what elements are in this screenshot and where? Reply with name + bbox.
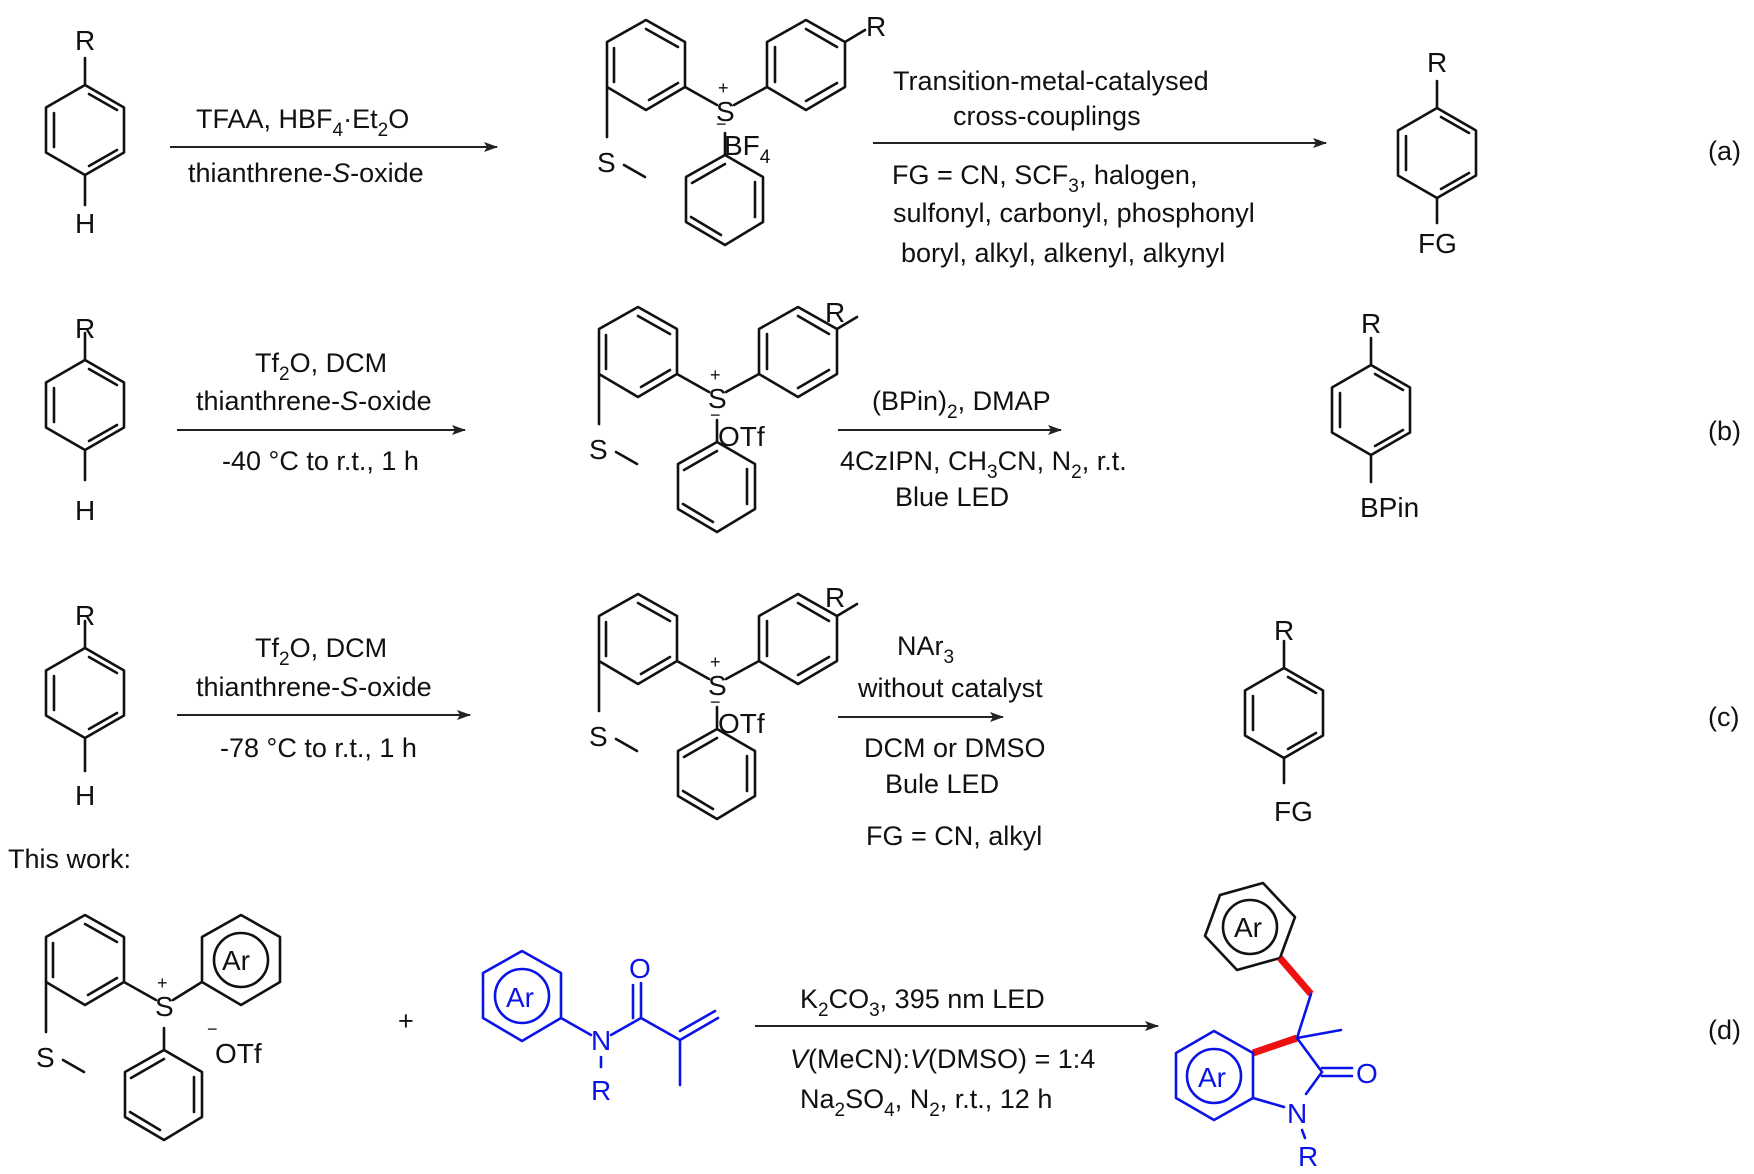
intermediate-a-r-label: R	[866, 11, 886, 42]
intermediate-c-r-label: R	[825, 582, 845, 613]
product-c-r-label: R	[1274, 615, 1294, 646]
ring-sulfur-b: S	[589, 434, 608, 465]
thianthrenium-salt-c	[597, 592, 859, 821]
counterion-bf4-a: BF4	[724, 130, 771, 168]
counterion-otf-b: OTf	[718, 421, 765, 452]
scheme-label-c: (c)	[1708, 702, 1739, 732]
scheme-label-b: (b)	[1708, 416, 1741, 446]
ring-sulfur-d: S	[36, 1042, 55, 1073]
plus-sign: +	[398, 1006, 414, 1036]
new-bond-aryl-ch2	[1277, 955, 1314, 997]
ring-sulfur-a: S	[597, 147, 616, 178]
product-c-fg-label: FG	[1274, 796, 1313, 827]
counterion-minus-charge-c: −	[710, 692, 721, 712]
conditions-c2-below-2: Bule LED	[885, 769, 999, 799]
lactam-nitrogen: N	[1287, 1098, 1307, 1129]
scheme-a: R H TFAA, HBF4·Et2O thianthrene-S-oxide …	[44, 11, 1741, 268]
substrate-b-h-label: H	[75, 495, 95, 526]
oxindole-product	[1174, 881, 1354, 1140]
new-bond-c3-aryl	[1251, 1034, 1299, 1057]
substrate-c-benzene	[44, 619, 126, 773]
conditions-b2-above: (BPin)2, DMAP	[872, 386, 1051, 423]
intermediate-b-r-label: R	[825, 297, 845, 328]
product-b-r-label: R	[1361, 308, 1381, 339]
thianthrenium-salt-ar	[44, 913, 282, 1142]
counterion-minus-charge-a: −	[716, 114, 727, 134]
conditions-d-above: K2CO3, 395 nm LED	[800, 984, 1045, 1021]
conditions-c1-below: -78 °C to r.t., 1 h	[220, 733, 417, 763]
conditions-a2-above-1: Transition-metal-catalysed	[893, 66, 1209, 96]
thianthrenium-salt-b	[597, 305, 859, 534]
sulfonium-plus-charge-b: +	[710, 365, 721, 385]
counterion-otf-c: OTf	[718, 708, 765, 739]
substrate-a-r-label: R	[75, 25, 95, 56]
conditions-a1-above: TFAA, HBF4·Et2O	[196, 104, 409, 141]
conditions-b2-below-2: Blue LED	[895, 482, 1009, 512]
thianthrenium-salt-a	[605, 18, 867, 247]
conditions-a2-above-2: cross-couplings	[953, 101, 1141, 131]
product-b-benzene	[1330, 336, 1412, 484]
substrate-b-benzene	[44, 331, 126, 482]
sulfonium-sulfur-a: S	[716, 96, 735, 127]
product-a-fg-label: FG	[1418, 228, 1457, 259]
substrate-a-h-label: H	[75, 208, 95, 239]
ar-label-benzyl: Ar	[1234, 912, 1262, 943]
product-b-bpin-label: BPin	[1360, 492, 1419, 523]
ar-label-acrylamide: Ar	[506, 982, 534, 1013]
counterion-minus-charge-b: −	[710, 405, 721, 425]
substrate-a-benzene	[44, 56, 126, 207]
carbonyl-oxygen: O	[629, 953, 651, 984]
ar-label-fused: Ar	[1198, 1062, 1226, 1093]
sulfonium-sulfur-c: S	[708, 670, 727, 701]
product-c-benzene	[1243, 639, 1325, 785]
conditions-c1-above-2: thianthrene-S-oxide	[196, 672, 432, 702]
counterion-minus-charge-d: −	[207, 1019, 218, 1039]
conditions-d-below-2: Na2SO4, N2, r.t., 12 h	[800, 1084, 1052, 1121]
conditions-d-below-1: V(MeCN):V(DMSO) = 1:4	[790, 1044, 1095, 1074]
conditions-c2-above-1: NAr3	[897, 631, 954, 668]
amide-r-label: R	[591, 1075, 611, 1106]
conditions-b1-above-1: Tf2O, DCM	[255, 348, 387, 385]
conditions-b1-above-2: thianthrene-S-oxide	[196, 386, 432, 416]
product-a-r-label: R	[1427, 47, 1447, 78]
substrate-c-r-label: R	[75, 600, 95, 631]
sulfonium-plus-charge-d: +	[157, 973, 168, 993]
amide-nitrogen: N	[591, 1025, 611, 1056]
conditions-c2-above-2: without catalyst	[857, 673, 1043, 703]
conditions-a1-below: thianthrene-S-oxide	[188, 158, 424, 188]
conditions-c1-above-1: Tf2O, DCM	[255, 633, 387, 670]
conditions-c2-below-3: FG = CN, alkyl	[866, 821, 1042, 851]
product-a-benzene	[1396, 79, 1478, 225]
scheme-d-this-work: This work: S S + − OTf Ar +	[8, 844, 1741, 1172]
ar-label-salt: Ar	[222, 945, 250, 976]
conditions-b1-below: -40 °C to r.t., 1 h	[222, 446, 419, 476]
scheme-c: R H Tf2O, DCM thianthrene-S-oxide -78 °C…	[44, 582, 1739, 851]
sulfonium-plus-charge-a: +	[718, 78, 729, 98]
scheme-label-d: (d)	[1708, 1015, 1741, 1045]
scheme-label-a: (a)	[1708, 136, 1741, 166]
conditions-c2-below-1: DCM or DMSO	[864, 733, 1046, 763]
lactam-r-label: R	[1298, 1141, 1318, 1172]
sulfonium-sulfur-d: S	[155, 991, 174, 1022]
conditions-a2-below-3: boryl, alkyl, alkenyl, alkynyl	[901, 238, 1225, 268]
conditions-a2-below-2: sulfonyl, carbonyl, phosphonyl	[893, 198, 1255, 228]
this-work-heading: This work:	[8, 844, 131, 874]
conditions-a2-below-1: FG = CN, SCF3, halogen,	[892, 160, 1197, 197]
substrate-c-h-label: H	[75, 780, 95, 811]
n-aryl-acrylamide	[481, 949, 720, 1087]
sulfonium-sulfur-b: S	[708, 383, 727, 414]
lactam-oxygen: O	[1356, 1058, 1378, 1089]
sulfonium-plus-charge-c: +	[710, 652, 721, 672]
substrate-b-r-label: R	[75, 313, 95, 344]
counterion-otf-d: OTf	[215, 1038, 262, 1069]
ring-sulfur-c: S	[589, 721, 608, 752]
scheme-b: R H Tf2O, DCM thianthrene-S-oxide -40 °C…	[44, 297, 1741, 534]
conditions-b2-below-1: 4CzIPN, CH3CN, N2, r.t.	[840, 446, 1127, 483]
